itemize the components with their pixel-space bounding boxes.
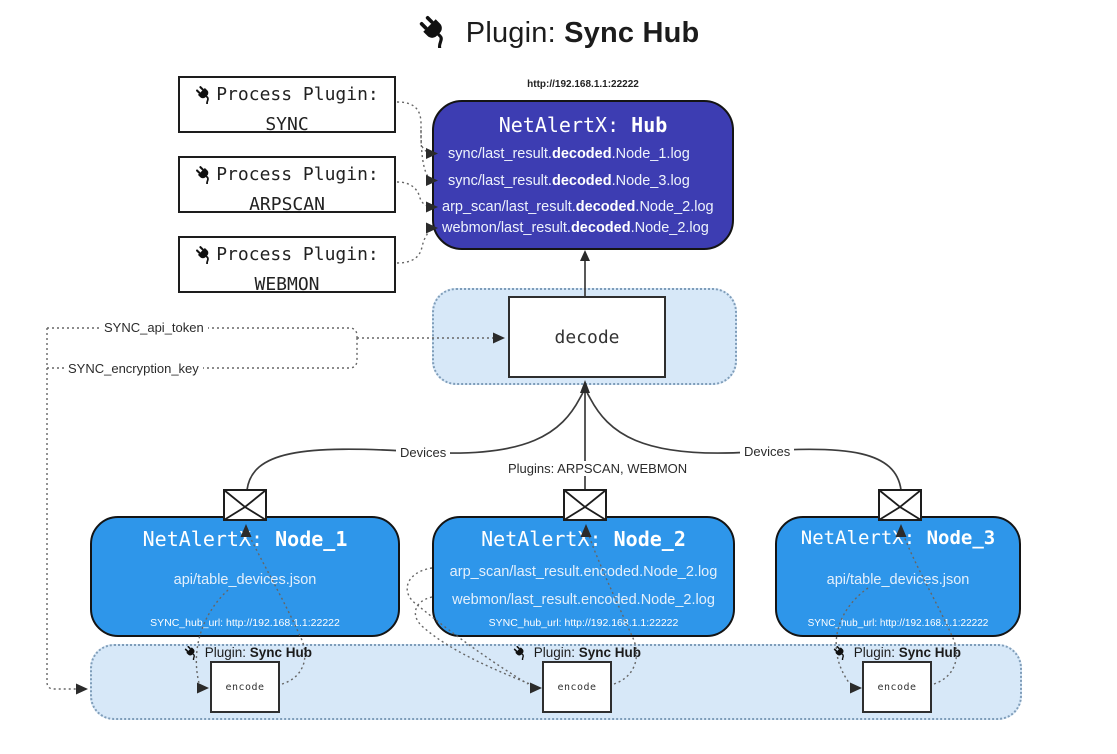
node-file-line: api/table_devices.json [826, 572, 970, 588]
node-title-name: Node_1 [275, 527, 348, 551]
decode-label: decode [554, 326, 620, 348]
process-plugin-name: WEBMON [254, 274, 320, 295]
process-plugin-arpscan: Process Plugin: ARPSCAN [178, 156, 396, 215]
page-title: Plugin: Sync Hub [0, 14, 1117, 56]
process-plugin-name: SYNC [265, 114, 309, 135]
hub-title-prefix: NetAlertX: [498, 113, 620, 137]
mail-icon [563, 489, 607, 526]
plugins-label-mid: Plugins: ARPSCAN, WEBMON [504, 461, 692, 476]
plug-icon [833, 645, 848, 663]
process-plugin-sync: Process Plugin: SYNC [178, 76, 396, 135]
node-title-prefix: NetAlertX: [142, 527, 264, 551]
hub-title-name: Hub [631, 113, 668, 137]
encoder-label-2: Plugin: Sync Hub [467, 645, 687, 663]
plug-icon [195, 85, 214, 112]
plug-icon [195, 245, 214, 272]
plug-icon [195, 165, 214, 192]
plug-icon [418, 14, 452, 56]
mail-icon [878, 489, 922, 526]
process-plugin-webmon: Process Plugin: WEBMON [178, 236, 396, 295]
page-title-prefix: Plugin: [465, 17, 556, 49]
encode-box-3: encode [862, 661, 932, 713]
encode-box-2: encode [542, 661, 612, 713]
api-token-label: SYNC_api_token [100, 320, 208, 335]
encoder-label-1: Plugin: Sync Hub [138, 645, 358, 663]
node-title-prefix: NetAlertX: [800, 527, 916, 549]
node-hub-url: SYNC_hub_url: http://192.168.1.1:22222 [150, 617, 340, 629]
hub-file-line: arp_scan/last_result.decoded.Node_2.log [442, 199, 714, 215]
devices-label-left: Devices [396, 445, 451, 460]
node-box-1: NetAlertX: Node_1 api/table_devices.json… [90, 516, 400, 637]
encode-label: encode [225, 681, 265, 693]
process-plugin-label: Process Plugin: [216, 164, 379, 185]
encryption-key-label: SYNC_encryption_key [64, 361, 203, 376]
decode-box: decode [508, 296, 666, 378]
node-box-2: NetAlertX: Node_2 arp_scan/last_result.e… [432, 516, 735, 637]
node-file-line: api/table_devices.json [173, 572, 317, 588]
process-plugin-label: Process Plugin: [216, 244, 379, 265]
encode-label: encode [557, 681, 597, 693]
hub-file-line: webmon/last_result.decoded.Node_2.log [442, 220, 709, 236]
node-box-3: NetAlertX: Node_3 api/table_devices.json… [775, 516, 1021, 637]
encode-label: encode [877, 681, 917, 693]
mail-icon [223, 489, 267, 526]
hub-title: NetAlertX: Hub [434, 113, 732, 137]
node-file-line: webmon/last_result.encoded.Node_2.log [452, 592, 715, 608]
hub-url-label: http://192.168.1.1:22222 [527, 79, 639, 90]
encoder-label-3: Plugin: Sync Hub [787, 645, 1007, 663]
node-title-name: Node_2 [613, 527, 686, 551]
encode-box-1: encode [210, 661, 280, 713]
node-hub-url: SYNC_hub_url: http://192.168.1.1:22222 [488, 617, 679, 629]
devices-label-right: Devices [740, 444, 795, 459]
node-file-line: arp_scan/last_result.encoded.Node_2.log [449, 564, 718, 580]
plug-icon [513, 645, 528, 663]
node-title-name: Node_3 [926, 527, 996, 549]
plug-icon [184, 645, 199, 663]
plugin-to-hub-wires [396, 101, 435, 264]
hub-file-line: sync/last_result.decoded.Node_1.log [448, 146, 690, 162]
process-plugin-name: ARPSCAN [249, 194, 325, 215]
process-plugin-label: Process Plugin: [216, 84, 379, 105]
hub-box: NetAlertX: Hub sync/last_result.decoded.… [432, 100, 734, 250]
node-title-prefix: NetAlertX: [481, 527, 602, 551]
page-title-name: Sync Hub [564, 17, 700, 49]
hub-file-line: sync/last_result.decoded.Node_3.log [448, 173, 690, 189]
node-hub-url: SYNC_hub_url: http://192.168.1.1:22222 [807, 618, 989, 629]
